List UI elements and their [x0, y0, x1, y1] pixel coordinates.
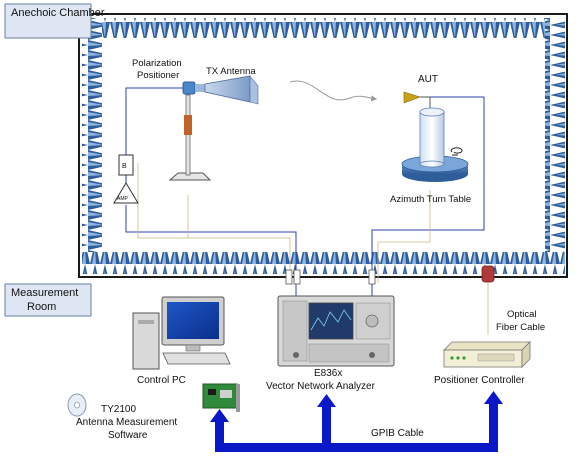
anechoic-chamber-label-line1: Anechoic Chamber — [11, 7, 105, 19]
software-label-line2: Antenna Measurement — [76, 417, 177, 428]
software-label-line1: TY2100 — [101, 404, 136, 415]
optical-label-line1: Optical — [507, 309, 537, 320]
polarization-label-line2: Positioner — [137, 70, 179, 81]
measurement-room-label-line1: Measurement — [11, 287, 78, 299]
control-pc-label: Control PC — [137, 375, 186, 386]
vna-name-label: Vector Network Analyzer — [266, 381, 376, 392]
vna-model-label: E836x — [314, 368, 342, 379]
polarization-positioner — [168, 81, 212, 181]
controller-icon — [443, 341, 531, 368]
wall-connectors — [285, 265, 495, 285]
positioner-controller-label: Positioner Controller — [434, 375, 525, 386]
gpib-cable-label: GPIB Cable — [371, 428, 424, 439]
optical-label-line2: Fiber Cable — [496, 322, 545, 333]
measurement-room-label-box: Measurement Room — [4, 283, 92, 317]
cd-icon — [67, 393, 87, 417]
aut-label: AUT — [418, 74, 438, 85]
tx-antenna-label: TX Antenna — [206, 66, 256, 77]
software-label-line3: Software — [108, 430, 148, 441]
vna-icon — [277, 295, 395, 367]
turntable-icon — [401, 107, 469, 182]
amplifier-icon: AMP — [113, 182, 139, 204]
aut-antenna-icon — [403, 91, 431, 108]
mixer-icon: B — [118, 154, 134, 176]
measurement-room-label-line2: Room — [27, 301, 56, 313]
computer-icon — [132, 296, 231, 370]
gpib-cable — [210, 391, 503, 452]
polarization-label-line1: Polarization — [132, 58, 182, 69]
azimuth-turn-table-label: Azimuth Turn Table — [390, 194, 471, 205]
anechoic-chamber-label-box: Anechoic Chamber — [4, 3, 105, 39]
gpib-card-icon — [202, 383, 240, 412]
propagation-arrow — [289, 80, 378, 102]
anechoic-chamber — [78, 13, 568, 278]
mixer-label: B — [122, 163, 127, 170]
amp-label: AMP — [117, 196, 129, 202]
horn-antenna-icon — [204, 75, 259, 105]
